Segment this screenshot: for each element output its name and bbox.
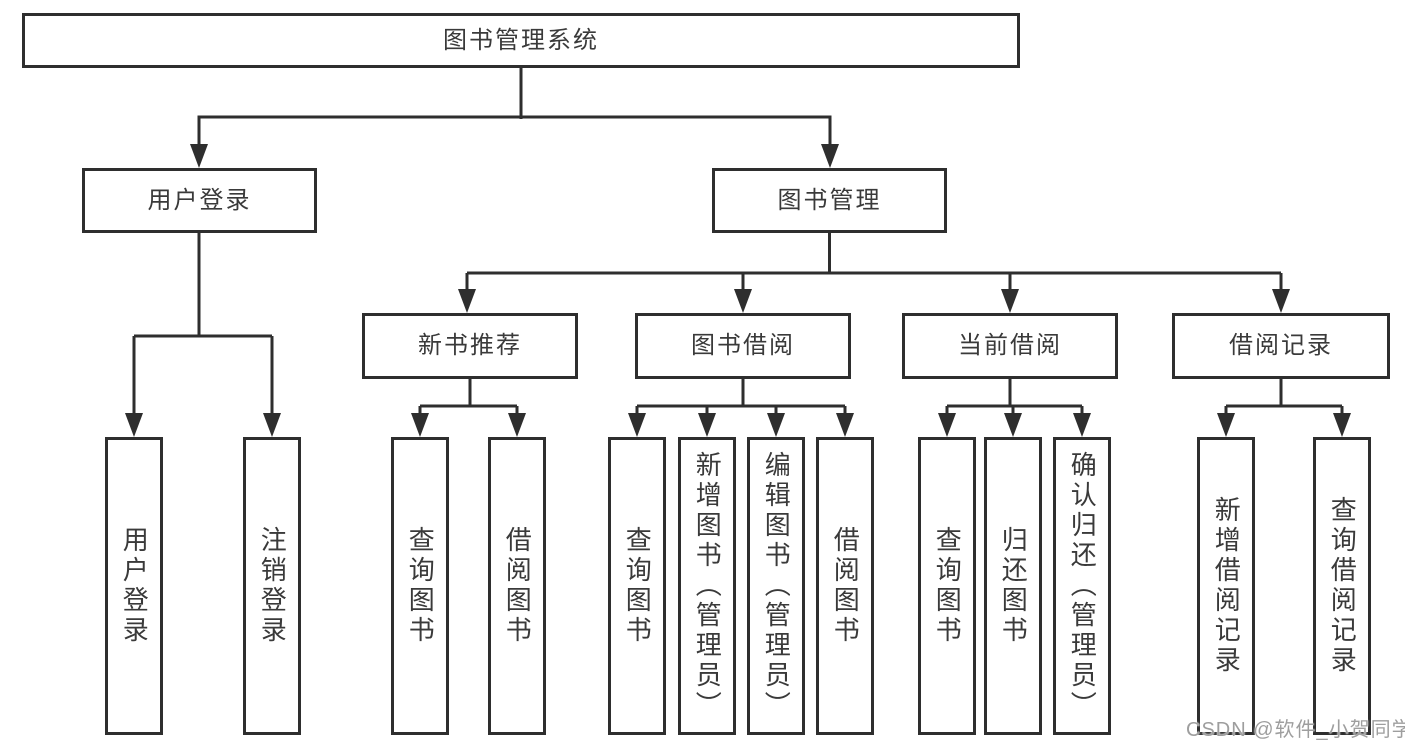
node-borrowing-records: 借阅记录 — [1172, 313, 1390, 379]
leaf-return-books: 归还图书 — [984, 437, 1042, 735]
node-book-management: 图书管理 — [712, 168, 947, 233]
leaf-query-borrow-record: 查询借阅记录 — [1313, 437, 1371, 735]
leaf-edit-books-admin: 编辑图书（管理员） — [747, 437, 805, 735]
leaf-query-books-current: 查询图书 — [918, 437, 976, 735]
node-book-borrowing: 图书借阅 — [635, 313, 851, 379]
node-current-borrowing: 当前借阅 — [902, 313, 1118, 379]
node-new-book-recommendation: 新书推荐 — [362, 313, 578, 379]
leaf-borrow-books-borrowing: 借阅图书 — [816, 437, 874, 735]
node-user-login: 用户登录 — [82, 168, 317, 233]
csdn-watermark: CSDN @软件_小贺同学 — [1186, 719, 1405, 741]
leaf-query-books-borrowing: 查询图书 — [608, 437, 666, 735]
leaf-borrow-books-recommend: 借阅图书 — [488, 437, 546, 735]
leaf-confirm-return-admin: 确认归还（管理员） — [1053, 437, 1111, 735]
leaf-query-books-recommend: 查询图书 — [391, 437, 449, 735]
leaf-user-login: 用户登录 — [105, 437, 163, 735]
leaf-add-borrow-record: 新增借阅记录 — [1197, 437, 1255, 735]
leaf-add-books-admin: 新增图书（管理员） — [678, 437, 736, 735]
node-library-management-system: 图书管理系统 — [22, 13, 1020, 68]
leaf-logout: 注销登录 — [243, 437, 301, 735]
